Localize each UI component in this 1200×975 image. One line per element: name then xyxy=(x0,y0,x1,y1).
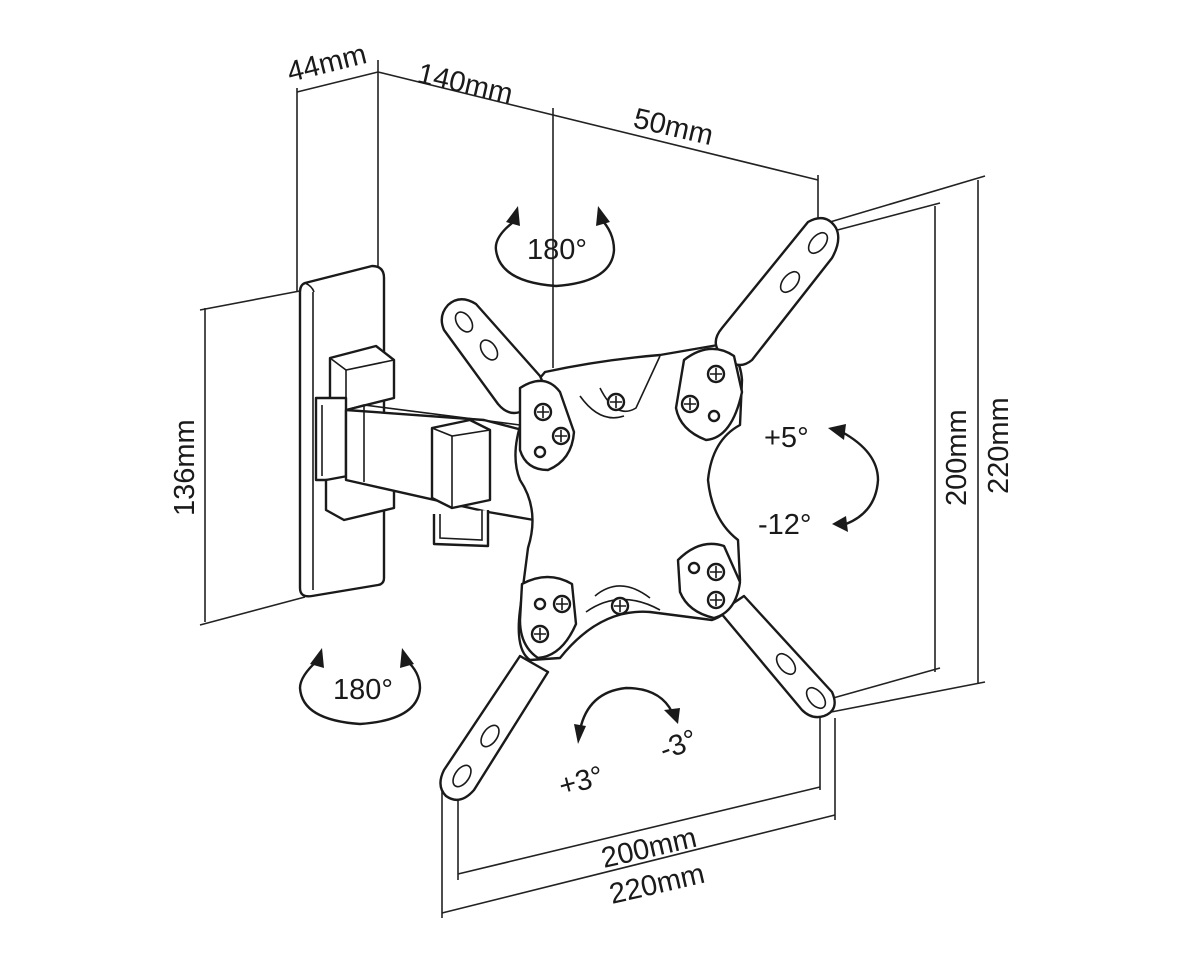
vesa-plate xyxy=(439,216,840,802)
dim-label-44mm: 44mm xyxy=(284,38,370,89)
screw-heads xyxy=(530,364,726,644)
tilt-up-label: +5° xyxy=(764,422,809,454)
swivel-label-top: 180° xyxy=(527,234,587,266)
wall-plate xyxy=(298,264,396,598)
rotate-neg-label: -3° xyxy=(655,724,701,767)
dim-label-136mm: 136mm xyxy=(169,419,201,516)
rotation-arrows xyxy=(298,206,880,744)
swivel-label-bottom: 180° xyxy=(333,674,393,706)
swing-arm xyxy=(344,404,536,548)
dim-label-220mm-vertical: 220mm xyxy=(983,397,1015,494)
rotate-pos-label: +3° xyxy=(556,760,607,802)
labels: 44mm 140mm 50mm 136mm 200mm 220mm 200mm … xyxy=(169,38,1015,911)
tilt-down-label: -12° xyxy=(758,509,812,541)
dimension-lines xyxy=(199,60,986,918)
dim-label-200mm-vertical: 200mm xyxy=(941,409,973,506)
dim-label-140mm: 140mm xyxy=(414,58,515,111)
